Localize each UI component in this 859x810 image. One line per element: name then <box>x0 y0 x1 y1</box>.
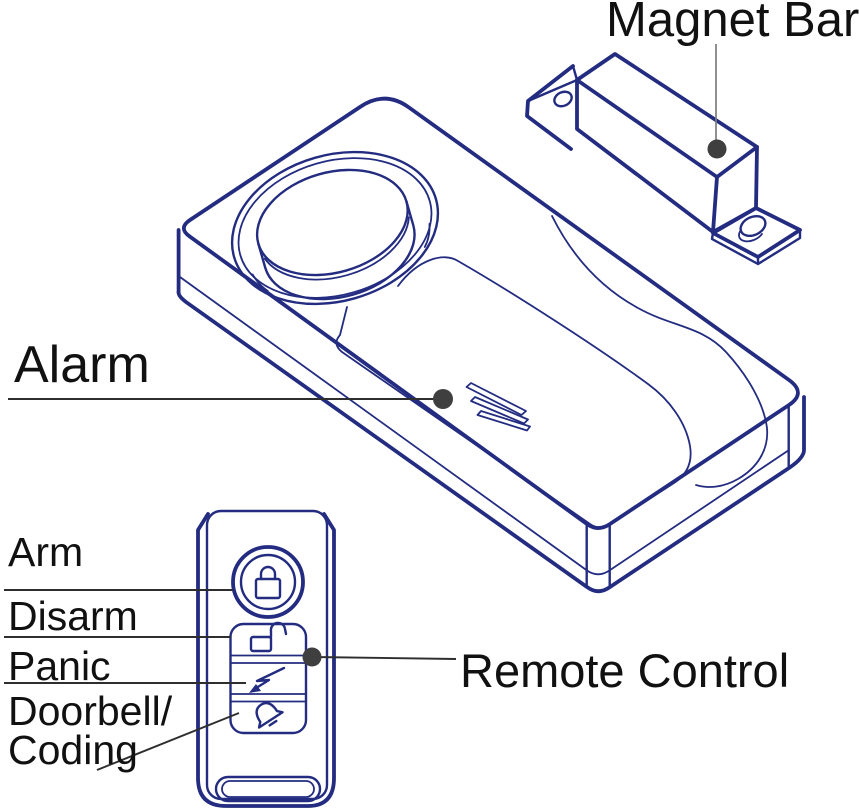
panic-label: Panic <box>8 643 111 689</box>
button-group-outline <box>229 622 308 735</box>
doorbell-coding-label: Doorbell/ Coding <box>8 688 173 773</box>
alarm-bottom-corner-verticals <box>585 404 790 589</box>
remote-bottom-slot-outer <box>214 775 322 803</box>
magnet-right-screw-hole-inner <box>738 229 763 243</box>
magnet-left-screw-hole <box>553 90 573 108</box>
remote-control-device <box>196 509 336 808</box>
bell-clapper <box>268 719 278 727</box>
arm-lock-button <box>231 545 305 619</box>
open-padlock-icon <box>249 621 288 653</box>
sliding-cover <box>335 215 769 529</box>
magnet-right-flange-thickness <box>710 228 802 266</box>
padlock-shackle <box>259 565 277 581</box>
siren-recess-wall-left <box>251 273 269 292</box>
doorbell-label-line2: Coding <box>8 727 138 773</box>
open-padlock-body <box>249 635 273 653</box>
siren-recess-wall-right <box>423 222 431 248</box>
remote-front-face <box>205 509 329 801</box>
button-group-dividers <box>229 654 307 703</box>
alarm-top-face <box>181 96 800 530</box>
remote-control-leader-line <box>312 656 457 660</box>
magnet-bar-top-face <box>575 52 759 179</box>
bell-outline <box>255 701 284 729</box>
magnet-bar-device <box>525 52 802 266</box>
alarm-leader-dot <box>433 389 453 409</box>
magnet-bar-front-face <box>575 78 719 234</box>
alarm-label: Alarm <box>14 336 150 394</box>
cover-front-outline <box>335 256 692 529</box>
remote-bottom-slot-inner <box>221 780 315 798</box>
doorbell-leader-line <box>96 712 240 771</box>
closed-padlock-icon <box>254 565 282 600</box>
bell-icon <box>255 701 284 729</box>
lock-button-outer-circle <box>231 545 305 619</box>
siren-outer-ring <box>230 150 440 306</box>
magnet-left-flange-edge <box>526 64 579 103</box>
doorbell-label-line1: Doorbell/ <box>8 688 173 734</box>
cover-wave-outline <box>551 215 769 488</box>
alarm-device <box>176 96 806 594</box>
remote-control-label: Remote Control <box>460 644 790 697</box>
magnet-right-screw-hole <box>739 214 767 238</box>
remote-button-group <box>229 621 308 735</box>
open-padlock-shackle <box>269 621 288 639</box>
remote-control-leader-dot <box>302 647 322 667</box>
remote-outer-body <box>196 512 336 808</box>
bolt-zigzag <box>251 666 286 692</box>
lightning-bolt-icon <box>249 666 286 693</box>
chevron-stroke-2 <box>470 396 529 425</box>
leader-lines <box>4 44 727 771</box>
chevron-stroke-3 <box>476 410 531 432</box>
siren-cylinder-rim <box>263 216 410 281</box>
magnet-bar-label: Magnet Bar <box>606 0 859 47</box>
chevron-stroke-1 <box>465 382 527 416</box>
siren-inner-ring <box>237 157 433 299</box>
magnet-bar-leader-dot <box>707 139 727 159</box>
disarm-label: Disarm <box>8 593 138 639</box>
arm-label: Arm <box>8 529 84 575</box>
magnet-left-flange <box>525 64 575 151</box>
siren-cylinder-top <box>255 168 409 277</box>
bolt-arrowhead <box>249 684 261 693</box>
alarm-wall-bottom <box>176 290 806 594</box>
padlock-body <box>254 577 282 600</box>
siren-cylinder-side <box>257 200 416 301</box>
siren-speaker <box>230 150 440 306</box>
lock-button-inner-circle <box>239 553 297 611</box>
triple-chevron-icon <box>465 382 531 432</box>
